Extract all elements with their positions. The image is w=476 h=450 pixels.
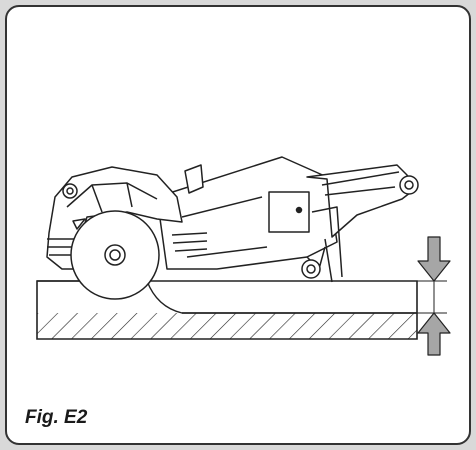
- arrow-down-icon: [417, 236, 451, 282]
- wall-chaser-tool-icon: [46, 156, 419, 300]
- workpiece-hatched-icon: [36, 280, 447, 340]
- figure-e2-drawing: [36, 156, 451, 356]
- figure-caption: Fig. E2: [25, 407, 88, 428]
- figure-frame: Fig. E2: [5, 5, 471, 445]
- arrow-up-icon: [417, 312, 451, 356]
